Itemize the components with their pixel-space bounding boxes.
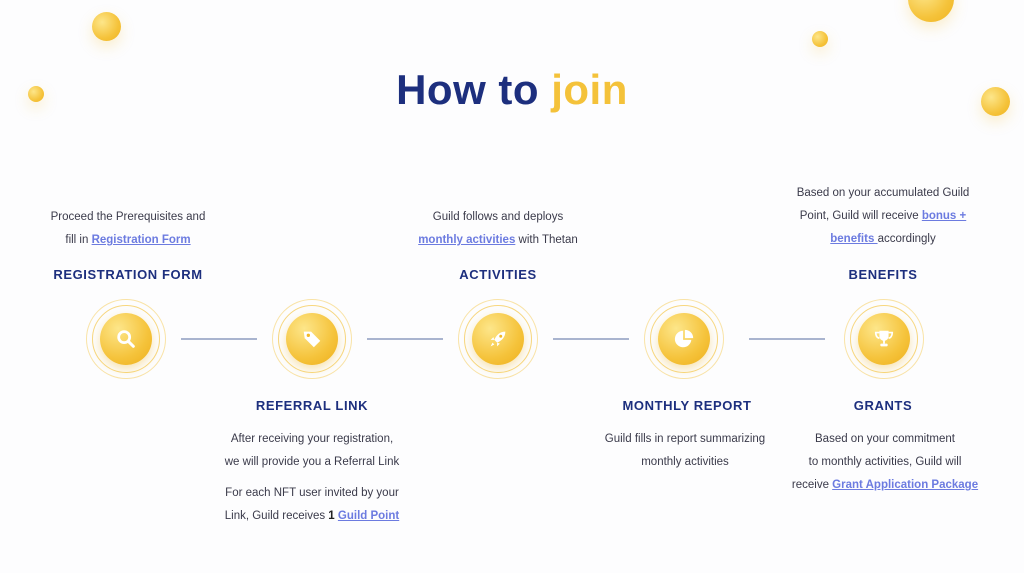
page-title: How to join [0,66,1024,114]
grants-line2: to monthly activities, Guild will [808,456,962,468]
referral-line1: After receiving your registration, [230,433,394,445]
grants-heading: GRANTS [853,398,913,413]
connector-line [553,338,629,340]
grants-node [844,299,924,379]
connector-line [749,338,825,340]
activities-description: Guild follows and deploys monthly activi… [398,206,598,252]
activities-line1: Guild follows and deploys [432,211,564,223]
referral-heading: REFERRAL LINK [255,398,369,413]
monthly-report-line2: monthly activities [641,456,729,468]
tag-icon [303,331,321,348]
grant-application-link[interactable]: Grant Application Package [832,479,979,491]
decorative-dot [812,31,828,47]
trophy-icon [874,330,894,347]
registration-description: Proceed the Prerequisites and fill in Re… [28,206,228,252]
connector-line [367,338,443,340]
grants-line3: receive [791,479,833,491]
guild-point-link[interactable]: Guild Point [337,510,400,522]
registration-form-link[interactable]: Registration Form [91,234,191,246]
registration-heading: REGISTRATION FORM [53,267,203,282]
search-icon [117,330,135,348]
grants-description: Based on your commitment to monthly acti… [776,428,994,497]
monthly-report-description: Guild fills in report summarizing monthl… [574,428,796,474]
decorative-dot [981,87,1010,116]
title-part2: join [551,66,628,113]
bonus-link[interactable]: bonus + [921,210,967,222]
decorative-dot [908,0,954,22]
benefits-link[interactable]: benefits [830,233,878,245]
referral-line4: Link, Guild receives [224,510,329,522]
activities-heading: ACTIVITIES [459,267,537,282]
connector-line [181,338,257,340]
monthly-report-node [644,299,724,379]
registration-node [86,299,166,379]
guild-point-count: 1 [328,510,335,522]
referral-line2: we will provide you a Referral Link [224,456,400,468]
decorative-dot [92,12,121,41]
benefits-heading: BENEFITS [848,267,918,282]
monthly-report-heading: MONTHLY REPORT [622,398,752,413]
pie-chart-icon [674,329,694,348]
referral-description: After receiving your registration, we wi… [196,428,428,528]
referral-node [272,299,352,379]
title-part1: How to [396,66,552,113]
registration-line2: fill in [65,234,92,246]
referral-line3: For each NFT user invited by your [225,487,399,499]
benefits-line2: Point, Guild will receive [799,210,922,222]
monthly-report-line1: Guild fills in report summarizing [604,433,766,445]
decorative-dot [28,86,44,102]
registration-line1: Proceed the Prerequisites and [50,211,206,223]
activities-node [458,299,538,379]
benefits-description: Based on your accumulated Guild Point, G… [774,182,992,251]
benefits-line3: accordingly [877,233,936,245]
activities-line2: with Thetan [515,234,578,246]
grants-line1: Based on your commitment [815,433,955,445]
benefits-line1: Based on your accumulated Guild [796,187,970,199]
rocket-icon [490,331,506,347]
monthly-activities-link[interactable]: monthly activities [418,234,516,246]
